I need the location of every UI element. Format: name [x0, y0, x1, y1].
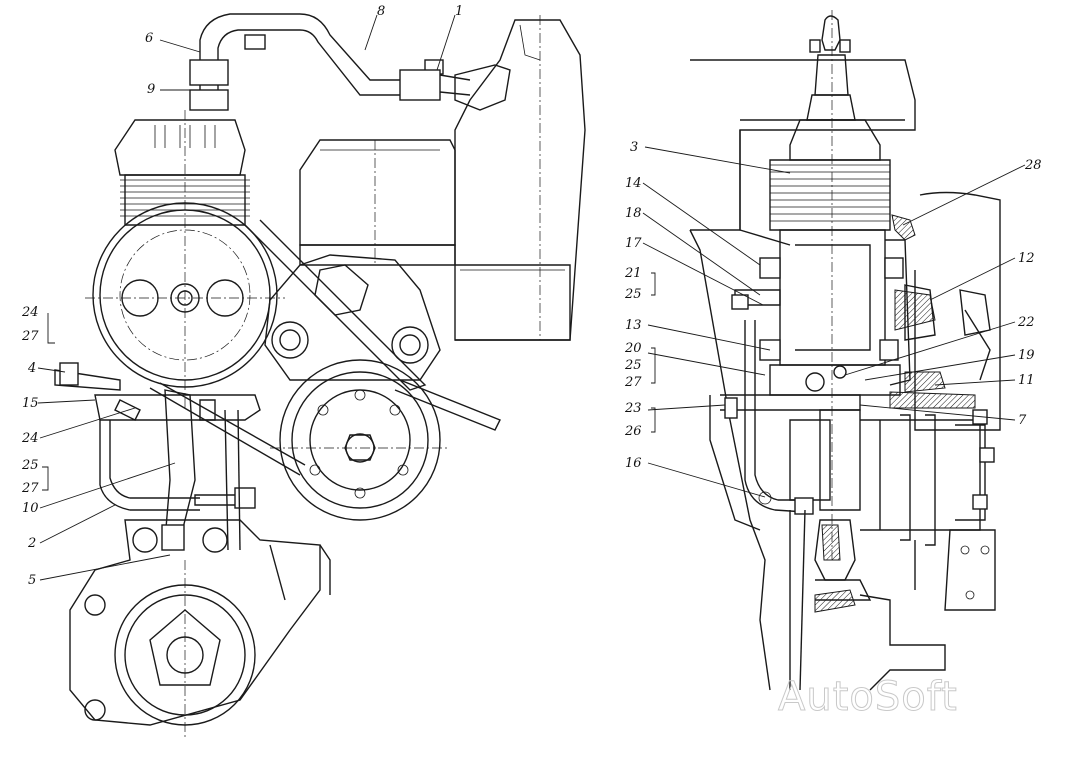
- callout-22: 22: [1017, 315, 1035, 330]
- front-view: [54, 13, 586, 740]
- callout-20: 20: [624, 341, 642, 356]
- callout-labels-left: 6 8 1 9 24 27 4 15 24 25 27 10 2 5: [21, 4, 463, 588]
- callout-14: 14: [625, 176, 642, 191]
- callout-27: 27: [21, 481, 39, 496]
- callout-25: 25: [624, 358, 642, 373]
- callout-16: 16: [625, 456, 642, 471]
- callout-17: 17: [625, 236, 642, 251]
- callout-24: 24: [21, 431, 39, 446]
- callout-25: 25: [624, 287, 642, 302]
- callout-26: 26: [624, 424, 642, 439]
- callout-27: 27: [624, 375, 642, 390]
- callout-25: 25: [21, 458, 39, 473]
- callout-19: 19: [1018, 348, 1035, 363]
- callout-24: 24: [21, 305, 39, 320]
- callout-11: 11: [1018, 373, 1035, 388]
- leader-lines: [37, 14, 1026, 581]
- callout-6: 6: [145, 31, 153, 46]
- callout-3: 3: [630, 140, 638, 155]
- callout-27: 27: [21, 329, 39, 344]
- callout-23: 23: [624, 401, 642, 416]
- callout-4: 4: [27, 361, 36, 376]
- callout-1: 1: [455, 4, 463, 19]
- callout-7: 7: [1018, 413, 1027, 428]
- callout-5: 5: [28, 573, 36, 588]
- callout-9: 9: [147, 82, 155, 97]
- callout-13: 13: [625, 318, 642, 333]
- side-view: [689, 10, 1001, 691]
- watermark-text: AutoSoft: [778, 674, 958, 720]
- callout-15: 15: [22, 396, 39, 411]
- callout-12: 12: [1018, 251, 1035, 266]
- callout-10: 10: [22, 501, 39, 516]
- callout-2: 2: [27, 536, 36, 551]
- callout-18: 18: [625, 206, 642, 221]
- callout-labels-right: 3 28 14 18 17 21 25 13 20 25 27 23 26 16…: [624, 140, 1042, 471]
- callout-8: 8: [377, 4, 385, 19]
- callout-28: 28: [1024, 158, 1042, 173]
- callout-21: 21: [624, 266, 642, 281]
